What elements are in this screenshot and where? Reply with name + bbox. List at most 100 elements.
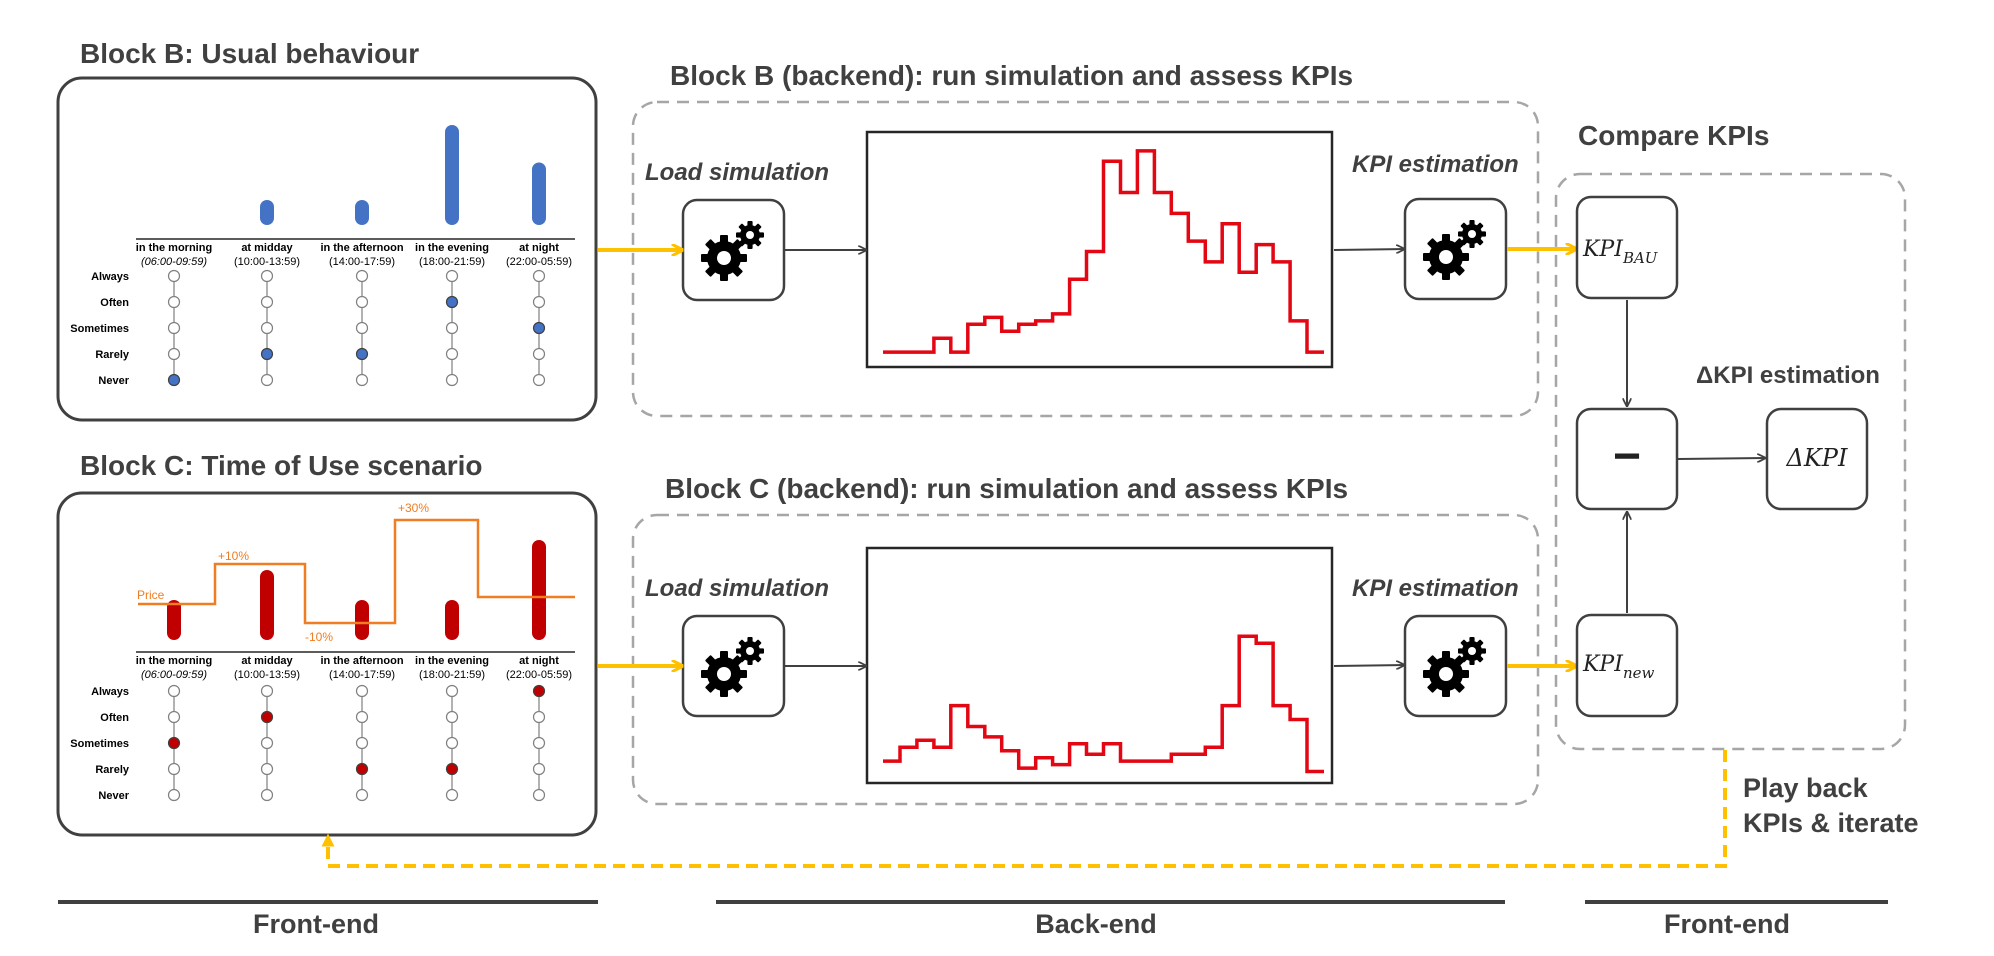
radio-option[interactable]: [445, 710, 459, 724]
frequency-bar: [532, 162, 546, 225]
frequency-bar: [355, 200, 369, 225]
frequency-bar: [532, 540, 546, 640]
radio-option[interactable]: [355, 710, 369, 724]
minus-icon: −: [1613, 430, 1641, 483]
radio-option[interactable]: [167, 347, 181, 361]
frequency-bar: [355, 600, 369, 640]
radio-option[interactable]: [167, 762, 181, 776]
radio-option-selected[interactable]: [260, 347, 274, 361]
radio-option-selected[interactable]: [532, 684, 546, 698]
compare-kpis-box: [1554, 172, 1907, 751]
time-slot-label: in the morning: [136, 242, 212, 254]
arrow-right-icon: [1333, 665, 1404, 666]
time-slot-hours: (14:00-17:59): [329, 256, 395, 268]
time-slot-hours: (14:00-17:59): [329, 669, 395, 681]
load-simulation-label-b: Load simulation: [645, 159, 829, 186]
radio-option[interactable]: [167, 788, 181, 802]
dashed-return-arrow-icon: [321, 750, 1727, 868]
radio-option[interactable]: [355, 736, 369, 750]
radio-option[interactable]: [445, 373, 459, 387]
radio-option[interactable]: [167, 269, 181, 283]
load-simulation-label-c: Load simulation: [645, 575, 829, 602]
time-slot-label: in the afternoon: [320, 655, 403, 667]
radio-option[interactable]: [445, 788, 459, 802]
arrow-right-icon: [1333, 249, 1404, 250]
frequency-label: Often: [100, 297, 129, 309]
radio-option-selected[interactable]: [355, 347, 369, 361]
radio-option-selected[interactable]: [532, 321, 546, 335]
radio-option[interactable]: [355, 321, 369, 335]
arrow-right-icon: [1677, 458, 1765, 459]
compare-kpis-title: Compare KPIs: [1578, 120, 1769, 151]
radio-option[interactable]: [445, 321, 459, 335]
radio-option[interactable]: [445, 269, 459, 283]
radio-option-selected[interactable]: [355, 762, 369, 776]
radio-option[interactable]: [532, 710, 546, 724]
radio-option[interactable]: [355, 269, 369, 283]
kpi-new-label: KPInew: [1582, 652, 1654, 682]
kpi-estimation-node-b: [1403, 197, 1508, 301]
time-slot-hours: (18:00-21:59): [419, 256, 485, 268]
frequency-label: Sometimes: [70, 323, 129, 335]
playback-label-line2: KPIs & iterate: [1743, 808, 1919, 838]
price-change-midday: +10%: [218, 549, 249, 563]
frequency-label: Rarely: [95, 349, 130, 361]
radio-option[interactable]: [532, 295, 546, 309]
radio-option-selected[interactable]: [260, 710, 274, 724]
radio-option[interactable]: [260, 269, 274, 283]
subtract-node: −: [1575, 407, 1679, 511]
radio-option[interactable]: [532, 788, 546, 802]
delta-kpi-label: ΔKPI: [1786, 444, 1848, 472]
time-slot-hours: (22:00-05:59): [506, 669, 572, 681]
radio-option[interactable]: [167, 321, 181, 335]
radio-option[interactable]: [445, 684, 459, 698]
radio-option[interactable]: [260, 762, 274, 776]
radio-option-selected[interactable]: [445, 762, 459, 776]
radio-option-selected[interactable]: [167, 373, 181, 387]
time-slot-label: at midday: [241, 242, 293, 254]
radio-option[interactable]: [532, 736, 546, 750]
radio-option[interactable]: [260, 788, 274, 802]
kpi-bau-label: KPIBAU: [1582, 237, 1659, 267]
time-slot-label: in the afternoon: [320, 242, 403, 254]
radio-option[interactable]: [532, 762, 546, 776]
load-profile-frame-c: [865, 546, 1334, 785]
block-b-title: Block B: Usual behaviour: [80, 38, 419, 69]
time-slot-label: at night: [519, 655, 559, 667]
radio-option[interactable]: [355, 684, 369, 698]
time-slot-hours: (06:00-09:59): [141, 256, 207, 268]
load-profile-frame-b: [865, 130, 1334, 369]
kpi-new-node: KPInew: [1575, 613, 1679, 718]
price-change-evening: +30%: [398, 501, 429, 515]
frequency-bar: [445, 600, 459, 640]
radio-option[interactable]: [167, 710, 181, 724]
radio-option[interactable]: [355, 373, 369, 387]
radio-option[interactable]: [167, 684, 181, 698]
radio-option[interactable]: [260, 321, 274, 335]
radio-option[interactable]: [355, 295, 369, 309]
frequency-label: Never: [98, 375, 129, 387]
radio-option[interactable]: [355, 788, 369, 802]
radio-option[interactable]: [260, 684, 274, 698]
time-slot-hours: (06:00-09:59): [141, 669, 207, 681]
radio-option-selected[interactable]: [445, 295, 459, 309]
footer-frontend-left: Front-end: [253, 909, 379, 939]
radio-option[interactable]: [445, 736, 459, 750]
time-slot-hours: (10:00-13:59): [234, 256, 300, 268]
time-slot-label: at night: [519, 242, 559, 254]
radio-option[interactable]: [532, 269, 546, 283]
kpi-estimation-node-c: [1403, 614, 1508, 718]
radio-option[interactable]: [167, 295, 181, 309]
radio-option-selected[interactable]: [167, 736, 181, 750]
frequency-label: Often: [100, 712, 129, 724]
radio-option[interactable]: [260, 736, 274, 750]
block-c-backend-title: Block C (backend): run simulation and as…: [665, 473, 1348, 504]
frequency-bar: [260, 200, 274, 225]
load-simulation-node-c: [681, 614, 786, 718]
radio-option[interactable]: [260, 295, 274, 309]
time-slot-hours: (22:00-05:59): [506, 256, 572, 268]
radio-option[interactable]: [532, 373, 546, 387]
radio-option[interactable]: [260, 373, 274, 387]
radio-option[interactable]: [532, 347, 546, 361]
radio-option[interactable]: [445, 347, 459, 361]
